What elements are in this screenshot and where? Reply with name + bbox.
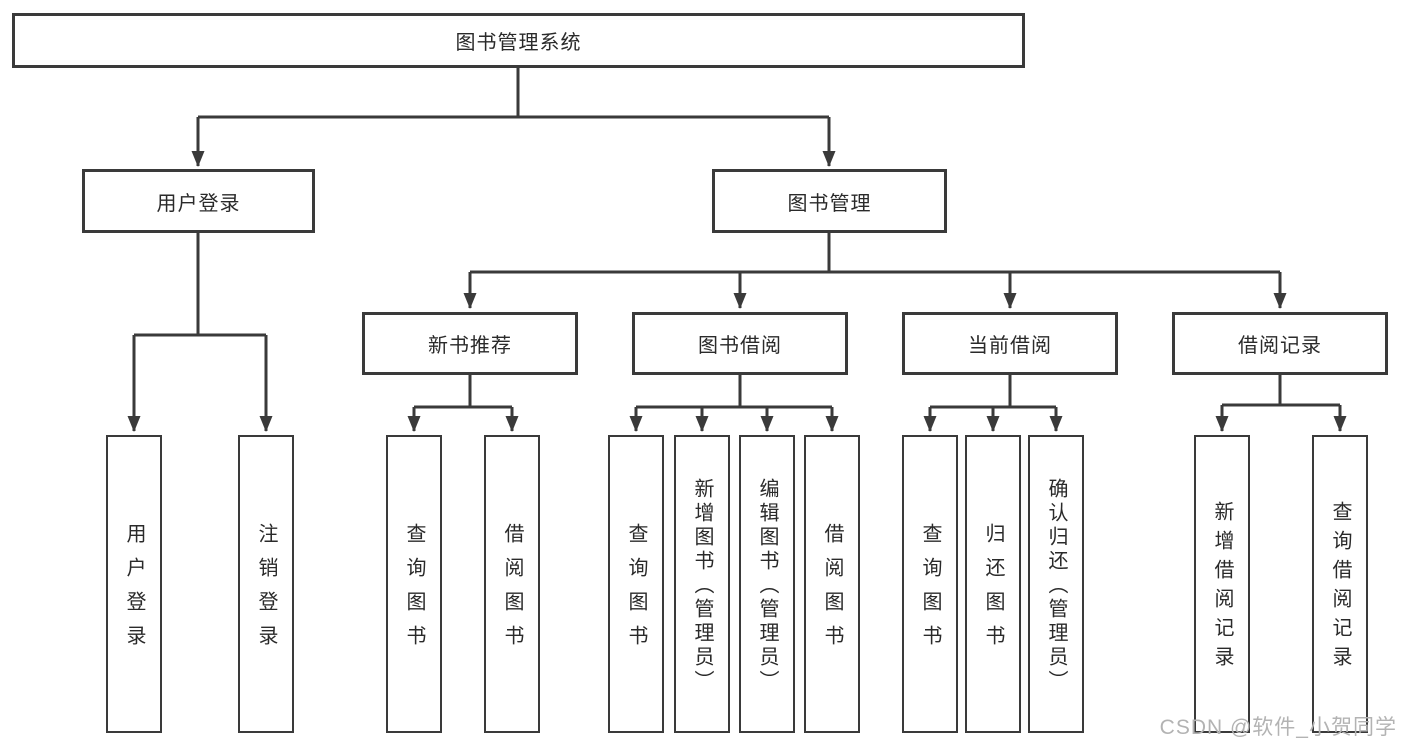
leaf-edit-books-admin: 编辑图书（管理员） [739, 435, 795, 733]
leaf-borrow-books-recommend: 借阅图书 [484, 435, 540, 733]
node-borrow-records: 借阅记录 [1172, 312, 1388, 375]
node-book-management-branch-label: 图书管理 [787, 192, 872, 215]
leaf-return-books-label: 归还图书 [982, 523, 1004, 659]
leaf-borrow-books-recommend-label: 借阅图书 [501, 523, 523, 659]
node-book-borrowing: 图书借阅 [632, 312, 848, 375]
node-root-label: 图书管理系统 [455, 32, 582, 54]
csdn-watermark: CSDN @软件_小贺同学 [1159, 716, 1397, 739]
leaf-query-books-recommend-label: 查询图书 [403, 523, 425, 659]
leaf-query-books-current-label: 查询图书 [919, 523, 941, 659]
leaf-query-books-borrowing: 查询图书 [608, 435, 664, 733]
leaf-edit-books-admin-label: 编辑图书（管理员） [756, 478, 778, 694]
leaf-user-login-label: 用户登录 [123, 523, 145, 659]
leaf-query-books-borrowing-label: 查询图书 [625, 523, 647, 659]
node-root-system: 图书管理系统 [12, 13, 1025, 68]
node-user-login-branch: 用户登录 [82, 169, 315, 233]
node-user-login-branch-label: 用户登录 [156, 192, 241, 215]
leaf-add-books-admin-label: 新增图书（管理员） [691, 478, 713, 694]
node-borrow-records-label: 借阅记录 [1238, 335, 1322, 357]
leaf-logout-label: 注销登录 [255, 523, 277, 659]
node-current-borrowing: 当前借阅 [902, 312, 1118, 375]
leaf-confirm-return-admin: 确认归还（管理员） [1028, 435, 1084, 733]
leaf-return-books: 归还图书 [965, 435, 1021, 733]
leaf-query-books-current: 查询图书 [902, 435, 958, 733]
node-current-borrowing-label: 当前借阅 [968, 335, 1052, 357]
leaf-confirm-return-admin-label: 确认归还（管理员） [1045, 478, 1067, 694]
node-book-management-branch: 图书管理 [712, 169, 947, 233]
leaf-logout: 注销登录 [238, 435, 294, 733]
leaf-borrow-books-borrowing: 借阅图书 [804, 435, 860, 733]
leaf-add-borrow-record-label: 新增借阅记录 [1211, 501, 1233, 675]
node-book-borrowing-label: 图书借阅 [698, 335, 782, 357]
node-new-book-recommend: 新书推荐 [362, 312, 578, 375]
leaf-query-borrow-record-label: 查询借阅记录 [1329, 501, 1351, 675]
leaf-add-borrow-record: 新增借阅记录 [1194, 435, 1250, 733]
leaf-user-login: 用户登录 [106, 435, 162, 733]
leaf-add-books-admin: 新增图书（管理员） [674, 435, 730, 733]
node-new-book-recommend-label: 新书推荐 [428, 335, 512, 357]
leaf-query-books-recommend: 查询图书 [386, 435, 442, 733]
leaf-borrow-books-borrowing-label: 借阅图书 [821, 523, 843, 659]
leaf-query-borrow-record: 查询借阅记录 [1312, 435, 1368, 733]
